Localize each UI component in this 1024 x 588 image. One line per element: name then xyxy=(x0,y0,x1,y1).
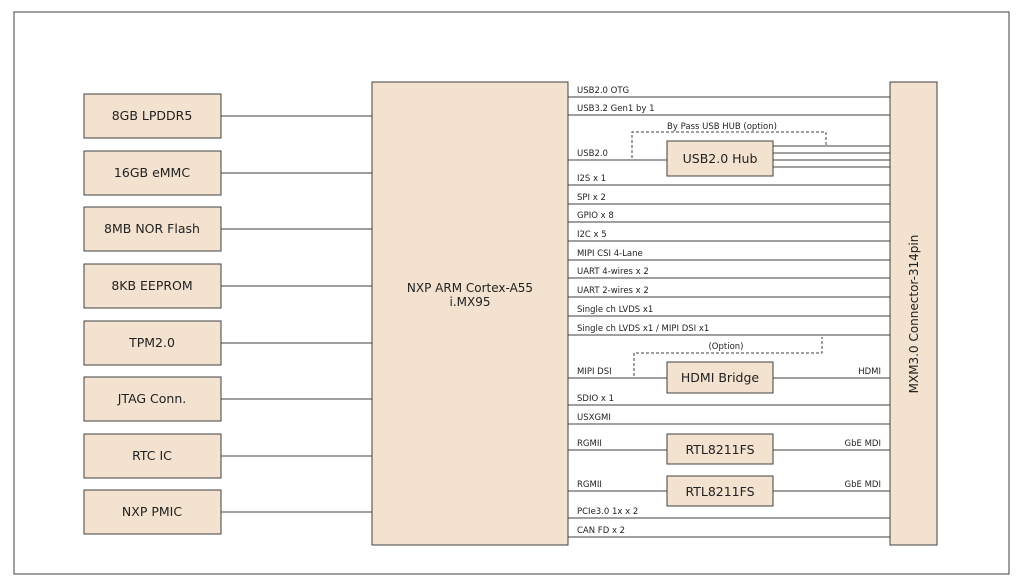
signal-label: CAN FD x 2 xyxy=(577,526,625,536)
hdmi-output-label: HDMI xyxy=(858,367,881,377)
signal-label: MIPI CSI 4-Lane xyxy=(577,249,643,259)
memory-block-emmc: 16GB eMMC xyxy=(83,150,372,196)
memory-block-eeprom: 8KB EEPROM xyxy=(83,263,372,309)
hdmi-bridge-group: (Option) HDMI Bridge MIPI DSI HDMI xyxy=(568,337,890,394)
signal-usb-otg: USB2.0 OTG xyxy=(568,86,890,98)
signal-label: UART 4-wires x 2 xyxy=(577,267,649,277)
phy-2-block xyxy=(666,475,774,507)
phy-1-output-label: GbE MDI xyxy=(845,439,881,449)
phy-2-group: RTL8211FS RGMII GbE MDI xyxy=(568,475,890,507)
memory-block-tpm: TPM2.0 xyxy=(83,320,372,366)
signal-label: Single ch LVDS x1 / MIPI DSI x1 xyxy=(577,324,709,334)
phy-2-label: RTL8211FS xyxy=(685,484,754,499)
memory-block-label: 16GB eMMC xyxy=(114,165,190,180)
usb-hub-label: USB2.0 Hub xyxy=(683,151,758,166)
usb-hub-bypass-label: By Pass USB HUB (option) xyxy=(667,122,777,132)
hdmi-option-label: (Option) xyxy=(708,342,743,352)
signal-gpio: GPIO x 8 xyxy=(568,211,890,223)
memory-block-label: TPM2.0 xyxy=(128,335,175,350)
signal-label: SPI x 2 xyxy=(577,193,606,203)
phy-1-block xyxy=(666,433,774,465)
signal-usb32: USB3.2 Gen1 by 1 xyxy=(568,104,890,116)
phy-2-input-label: RGMII xyxy=(577,480,602,490)
signal-label: Single ch LVDS x1 xyxy=(577,305,653,315)
signal-label: USB2.0 OTG xyxy=(577,86,629,96)
signal-uart2: UART 2-wires x 2 xyxy=(568,286,890,298)
signal-label: UART 2-wires x 2 xyxy=(577,286,649,296)
signal-i2c: I2C x 5 xyxy=(568,230,890,242)
signal-spi: SPI x 2 xyxy=(568,193,890,205)
connector-label: MXM3.0 Connector-314pin xyxy=(907,235,921,394)
signal-uart4: UART 4-wires x 2 xyxy=(568,267,890,279)
signal-i2s: I2S x 1 xyxy=(568,174,890,186)
signal-label: I2S x 1 xyxy=(577,174,606,184)
usb-hub-input-label: USB2.0 xyxy=(577,149,608,159)
memory-block-label: NXP PMIC xyxy=(122,504,182,519)
signal-lvds-dsi: Single ch LVDS x1 / MIPI DSI x1 xyxy=(568,324,890,336)
memory-block-rtc: RTC IC xyxy=(83,433,372,479)
mxm-connector: MXM3.0 Connector-314pin xyxy=(889,81,938,546)
diagram-frame xyxy=(13,11,1010,575)
phy-1-group: RTL8211FS RGMII GbE MDI xyxy=(568,433,890,465)
soc-block: NXP ARM Cortex-A55 i.MX95 xyxy=(371,81,569,546)
memory-block-label: JTAG Conn. xyxy=(117,391,187,406)
signal-label: I2C x 5 xyxy=(577,230,607,240)
signal-label: PCIe3.0 1x x 2 xyxy=(577,507,638,517)
memory-block-nor-flash: 8MB NOR Flash xyxy=(83,206,372,252)
signal-label: USB3.2 Gen1 by 1 xyxy=(577,104,655,114)
signal-label: SDIO x 1 xyxy=(577,394,614,404)
phy-1-input-label: RGMII xyxy=(577,439,602,449)
signal-lvds1: Single ch LVDS x1 xyxy=(568,305,890,317)
memory-block-label: 8MB NOR Flash xyxy=(104,221,200,236)
memory-block-label: 8KB EEPROM xyxy=(111,278,192,293)
signal-sdio: SDIO x 1 xyxy=(568,394,890,406)
signal-usxgmi: USXGMI xyxy=(568,413,890,425)
usb-hub-group: USB2.0 Hub USB2.0 By Pass USB HUB (optio… xyxy=(568,122,890,177)
hdmi-input-label: MIPI DSI xyxy=(577,367,612,377)
memory-block-label: RTC IC xyxy=(132,448,172,463)
signal-label: GPIO x 8 xyxy=(577,211,614,221)
phy-1-label: RTL8211FS xyxy=(685,442,754,457)
memory-block-label: 8GB LPDDR5 xyxy=(112,108,193,123)
soc-model: i.MX95 xyxy=(450,295,491,309)
memory-block-lpddr5: 8GB LPDDR5 xyxy=(83,93,372,139)
phy-2-output-label: GbE MDI xyxy=(845,480,881,490)
soc-name: NXP ARM Cortex-A55 xyxy=(407,281,533,295)
signal-csi: MIPI CSI 4-Lane xyxy=(568,249,890,261)
hdmi-bridge-label: HDMI Bridge xyxy=(681,370,760,385)
signal-can: CAN FD x 2 xyxy=(568,526,890,538)
memory-block-jtag: JTAG Conn. xyxy=(83,376,372,422)
signal-label: USXGMI xyxy=(577,413,611,423)
signal-pcie: PCIe3.0 1x x 2 xyxy=(568,507,890,519)
memory-block-pmic: NXP PMIC xyxy=(83,489,372,535)
usb-hub-block xyxy=(666,140,774,177)
